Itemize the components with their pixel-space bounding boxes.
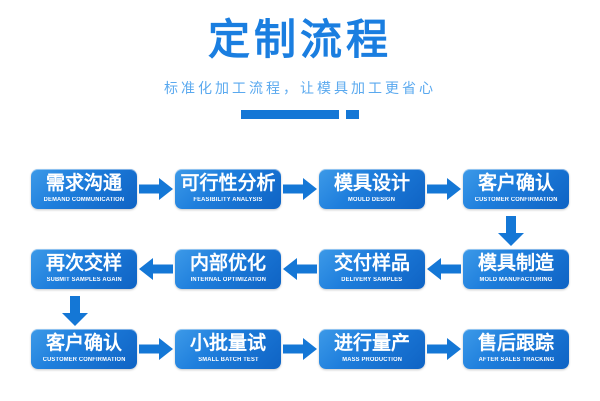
arrow-right-icon (137, 336, 175, 362)
flow-node-label-en: MOLD MANUFACTURING (479, 276, 553, 283)
flow-node-label-en: SMALL BATCH TEST (197, 356, 259, 363)
flow-node-label-cn: 模具制造 (477, 252, 554, 275)
flow-node-demand-communication[interactable]: 需求沟通 DEMAND COMMUNICATION (31, 169, 137, 209)
flow-node-label-cn: 进行量产 (333, 332, 410, 355)
flow-node-mould-design[interactable]: 模具设计 MOULD DESIGN (319, 169, 425, 209)
arrow-left-icon (281, 256, 319, 282)
flow-node-label-en: CUSTOMER CONFIRMATION (42, 356, 126, 363)
process-flow-diagram: 需求沟通 DEMAND COMMUNICATION 可行性分析 FEASIBIL… (0, 160, 600, 378)
flow-node-internal-optimization[interactable]: 内部优化 INTERNAL OPTIMIZATION (175, 249, 281, 289)
flow-node-submit-samples-again[interactable]: 再次交样 SUBMIT SAMPLES AGAIN (31, 249, 137, 289)
flow-node-customer-confirmation-2[interactable]: 客户确认 CUSTOMER CONFIRMATION (31, 329, 137, 369)
flow-node-label-en: FEASIBILITY ANALYSIS (193, 196, 263, 203)
flow-node-label-cn: 客户确认 (45, 332, 122, 355)
flow-node-label-en: DEMAND COMMUNICATION (43, 196, 125, 203)
flow-node-label-en: MASS PRODUCTION (342, 356, 402, 363)
arrow-down-icon (62, 296, 88, 326)
arrow-right-icon (137, 176, 175, 202)
arrow-left-icon (425, 256, 463, 282)
flow-node-customer-confirmation-1[interactable]: 客户确认 CUSTOMER CONFIRMATION (463, 169, 569, 209)
flow-node-label-en: MOULD DESIGN (348, 196, 396, 203)
flow-row-3: 客户确认 CUSTOMER CONFIRMATION 小批量试 SMALL BA… (0, 320, 600, 378)
flow-node-label-cn: 小批量试 (189, 332, 266, 355)
flow-node-label-en: SUBMIT SAMPLES AGAIN (46, 276, 122, 283)
flow-node-label-cn: 内部优化 (189, 252, 266, 275)
flow-node-label-cn: 售后跟踪 (477, 332, 554, 355)
flow-node-label-en: INTERNAL OPTIMIZATION (190, 276, 266, 283)
arrow-left-icon (137, 256, 175, 282)
page-title: 定制流程 (207, 15, 392, 64)
flow-node-label-cn: 需求沟通 (45, 172, 122, 195)
flow-node-label-cn: 交付样品 (333, 252, 410, 275)
flow-node-feasibility-analysis[interactable]: 可行性分析 FEASIBILITY ANALYSIS (175, 169, 281, 209)
page-subtitle: 标准化加工流程，让模具加工更省心 (164, 81, 436, 98)
flow-node-label-cn: 再次交样 (45, 252, 122, 275)
flow-node-label-cn: 客户确认 (477, 172, 554, 195)
arrow-down-icon (498, 216, 524, 246)
divider-bar-long (241, 110, 339, 120)
page-header: 定制流程 标准化加工流程，让模具加工更省心 (0, 0, 600, 120)
flow-node-mold-manufacturing[interactable]: 模具制造 MOLD MANUFACTURING (463, 249, 569, 289)
flow-node-label-en: AFTER SALES TRACKING (478, 356, 554, 363)
divider-bar-dot (346, 110, 359, 120)
flow-node-label-en: CUSTOMER CONFIRMATION (474, 196, 558, 203)
arrow-right-icon (281, 176, 319, 202)
flow-row-1: 需求沟通 DEMAND COMMUNICATION 可行性分析 FEASIBIL… (0, 160, 600, 246)
arrow-right-icon (425, 336, 463, 362)
flow-row-2: 再次交样 SUBMIT SAMPLES AGAIN 内部优化 INTERNAL … (0, 240, 600, 326)
arrow-right-icon (281, 336, 319, 362)
flow-node-label-cn: 模具设计 (333, 172, 410, 195)
flow-node-mass-production[interactable]: 进行量产 MASS PRODUCTION (319, 329, 425, 369)
flow-node-label-en: DELIVERY SAMPLES (341, 276, 403, 283)
flow-node-delivery-samples[interactable]: 交付样品 DELIVERY SAMPLES (319, 249, 425, 289)
flow-node-small-batch-test[interactable]: 小批量试 SMALL BATCH TEST (175, 329, 281, 369)
arrow-right-icon (425, 176, 463, 202)
divider (0, 110, 600, 120)
flow-node-after-sales-tracking[interactable]: 售后跟踪 AFTER SALES TRACKING (463, 329, 569, 369)
flow-node-label-cn: 可行性分析 (180, 172, 276, 195)
